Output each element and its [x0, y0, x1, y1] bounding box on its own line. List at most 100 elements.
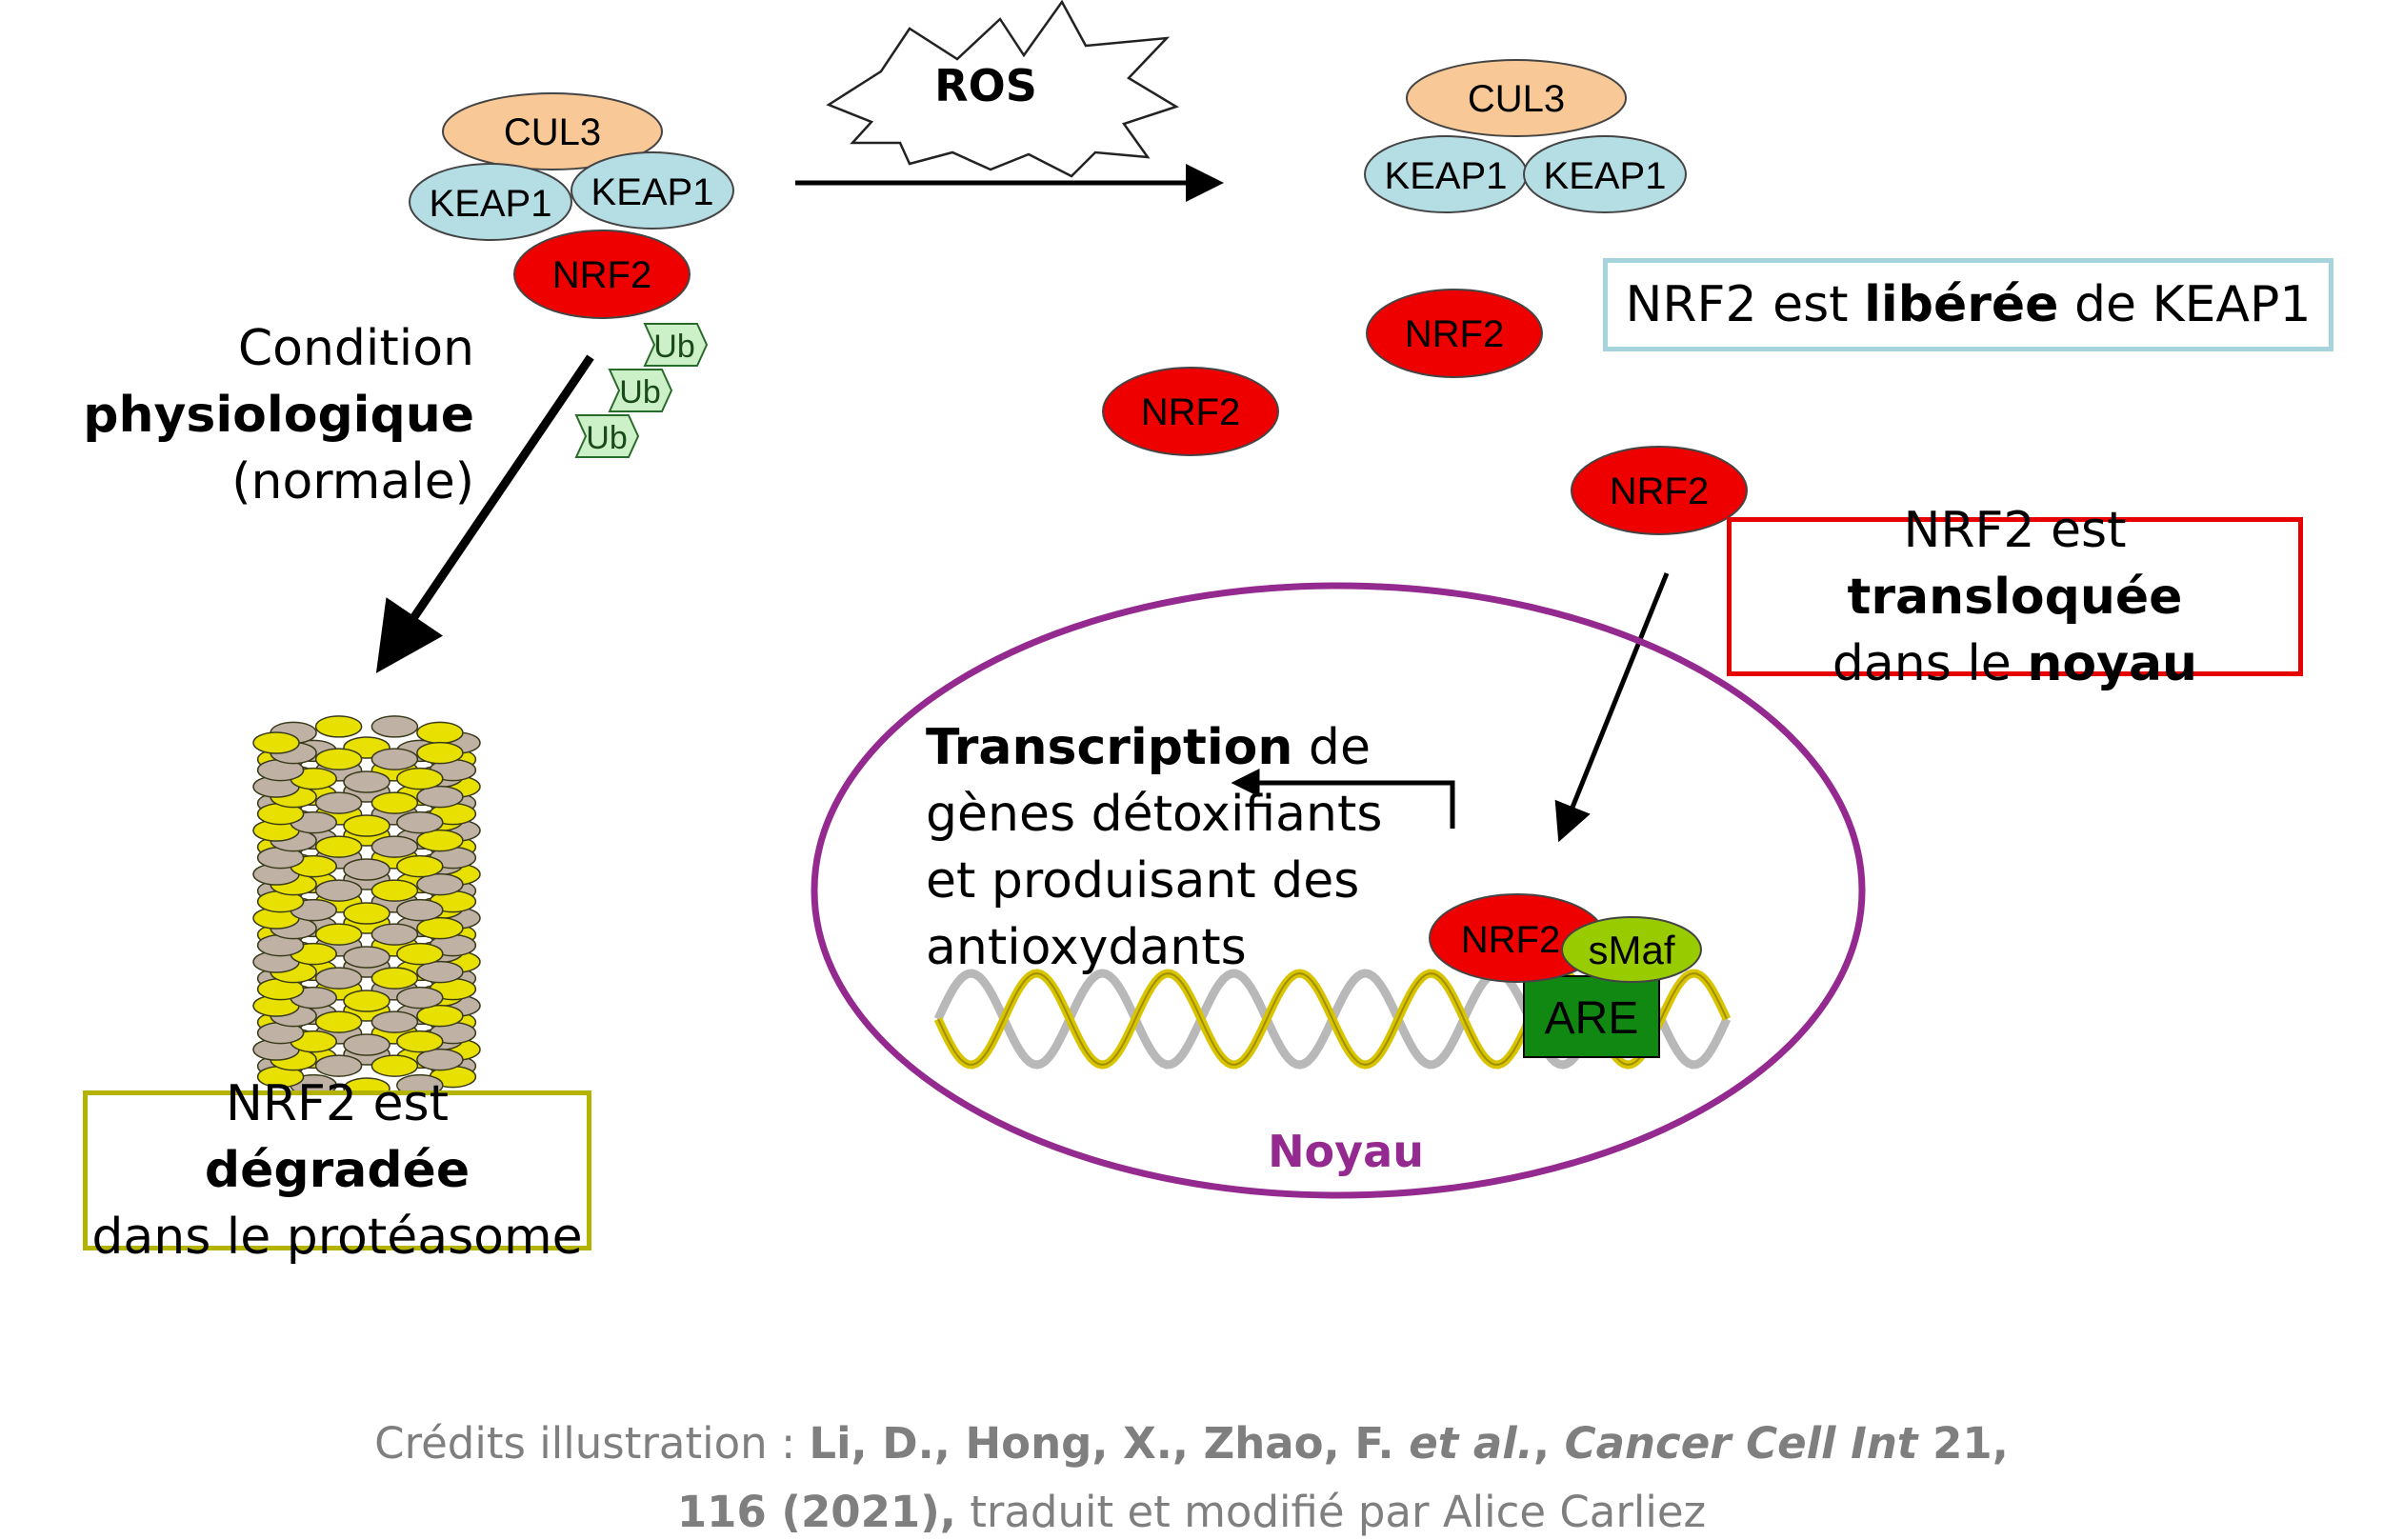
ub-tag-2 [608, 369, 673, 412]
credits: Crédits illustration : Li, D., Hong, X.,… [0, 1410, 2383, 1540]
condition-line-3: (normale) [231, 453, 474, 510]
ub-tag-2-label: Ub [619, 374, 660, 410]
right-complex: CUL3 KEAP1 KEAP1 [1364, 59, 1687, 213]
nrf2-free-1 [1366, 289, 1543, 378]
proteasome-subunit [370, 879, 419, 902]
proteasome-subunit [416, 721, 464, 745]
proteasome-subunit [314, 1010, 363, 1033]
ub-tag-3 [574, 414, 640, 458]
proteasome-subunit [370, 791, 419, 814]
keap1-left-a [409, 163, 572, 241]
nrf2-free-3-label: NRF2 [1610, 470, 1709, 512]
ub-tag-3-label: Ub [586, 420, 627, 456]
box-liberee-text: NRF2 est libérée de KEAP1 [1625, 276, 2312, 333]
box-degradee: NRF2 est dégradée dans le protéasome [83, 1075, 591, 1266]
keap1-left-a-label: KEAP1 [430, 183, 552, 225]
ros-burst: ROS [826, 0, 1179, 178]
proteasome-subunit [396, 810, 444, 834]
proteasome-subunit [314, 879, 363, 902]
proteasome-subunit [314, 791, 363, 814]
transcription-line-4: antioxydants [926, 919, 1247, 976]
free-nrf2: NRF2 NRF2 NRF2 [1102, 289, 1748, 535]
transcription-text: Transcription de gènes détoxifiants et p… [926, 714, 1459, 981]
proteasome-subunit [396, 1030, 444, 1053]
nrf2-nucleus-label: NRF2 [1461, 919, 1560, 961]
proteasome-subunit [343, 770, 390, 793]
proteasome-subunit [343, 1033, 390, 1056]
box-transloquee-line-2: dans le noyau [1832, 634, 2198, 692]
keap1-right-a-label: KEAP1 [1385, 155, 1508, 197]
condition-line-2: physiologique [83, 387, 474, 444]
proteasome-subunit [416, 785, 464, 809]
proteasome-subunit [314, 835, 363, 858]
proteasome-icon [252, 715, 481, 1100]
nucleus [811, 582, 1866, 1199]
proteasome-subunit [314, 923, 363, 946]
left-complex: CUL3 KEAP1 KEAP1 NRF2 Ub Ub Ub [409, 92, 734, 458]
proteasome-subunit [396, 898, 444, 922]
proteasome-subunit [252, 731, 300, 754]
proteasome-subunit [416, 1004, 464, 1028]
smaf-label: sMaf [1588, 928, 1674, 972]
proteasome-subunit [370, 967, 419, 990]
proteasome-subunit [370, 835, 419, 858]
proteasome-subunit [343, 858, 390, 881]
degradation-arrow [375, 354, 594, 673]
smaf [1561, 916, 1702, 983]
box-transloquee: NRF2 est transloquée dans le noyau [1727, 502, 2303, 692]
cul3-left [442, 92, 663, 170]
proteasome-subunit [343, 990, 390, 1012]
cul3-right [1406, 59, 1627, 137]
proteasome-subunit [370, 715, 419, 738]
proteasome-subunit [370, 923, 419, 946]
transcription-arrow [1231, 769, 1455, 829]
proteasome-subunit [396, 767, 444, 790]
transcription-line-3: et produisant des [926, 852, 1360, 910]
transcription-complex: ARE NRF2 sMaf [1429, 893, 1702, 1058]
proteasome-subunit [416, 916, 464, 940]
nrf2-free-2 [1102, 367, 1279, 456]
proteasome-subunit [314, 715, 363, 738]
box-degradee-line-2: dans le protéasome [91, 1209, 583, 1266]
condition-label: Condition physiologique (normale) [83, 320, 474, 510]
translocation-arrow [1554, 572, 1670, 843]
cul3-right-label: CUL3 [1468, 78, 1565, 120]
proteasome-subunit [416, 960, 464, 984]
proteasome-subunit [314, 967, 363, 990]
proteasome-subunit [370, 1010, 419, 1033]
proteasome-subunit [370, 1054, 419, 1077]
proteasome-subunit [343, 946, 390, 969]
proteasome-subunit [343, 902, 390, 925]
proteasome-subunit [370, 748, 419, 770]
proteasome-subunit [416, 829, 464, 852]
proteasome-subunit [343, 814, 390, 837]
nrf2-free-3 [1571, 446, 1748, 535]
cul3-left-label: CUL3 [504, 111, 601, 153]
ros-star [826, 0, 1179, 178]
ub-tag-1-label: Ub [653, 329, 694, 365]
proteasome-subunit [416, 741, 464, 765]
proteasome-subunit [396, 986, 444, 1010]
proteasome-subunit [314, 1054, 363, 1077]
condition-line-1: Condition [238, 320, 474, 377]
nrf2-left-label: NRF2 [552, 254, 651, 296]
transcription-line-1: Transcription de [926, 719, 1371, 776]
transcription-line-2: gènes détoxifiants [926, 786, 1383, 843]
keap1-right-b-label: KEAP1 [1544, 155, 1667, 197]
keap1-left-b [571, 151, 734, 230]
nrf2-free-1-label: NRF2 [1405, 313, 1504, 355]
nrf2-free-2-label: NRF2 [1141, 391, 1240, 433]
proteasome-subunit [396, 854, 444, 878]
box-transloquee-line-1: NRF2 est transloquée [1847, 501, 2183, 626]
box-liberee: NRF2 est libérée de KEAP1 [1603, 258, 2333, 351]
are-box [1523, 975, 1660, 1058]
credits-line-2: 116 (2021), traduit et modifié par Alice… [676, 1487, 1707, 1537]
proteasome-subunit [416, 872, 464, 896]
noyau-label: Noyau [1268, 1126, 1424, 1177]
box-degradee-line-1: NRF2 est dégradée [204, 1075, 471, 1199]
keap1-right-b [1523, 135, 1687, 213]
nrf2-left [513, 230, 691, 319]
ub-tag-1 [643, 323, 709, 367]
